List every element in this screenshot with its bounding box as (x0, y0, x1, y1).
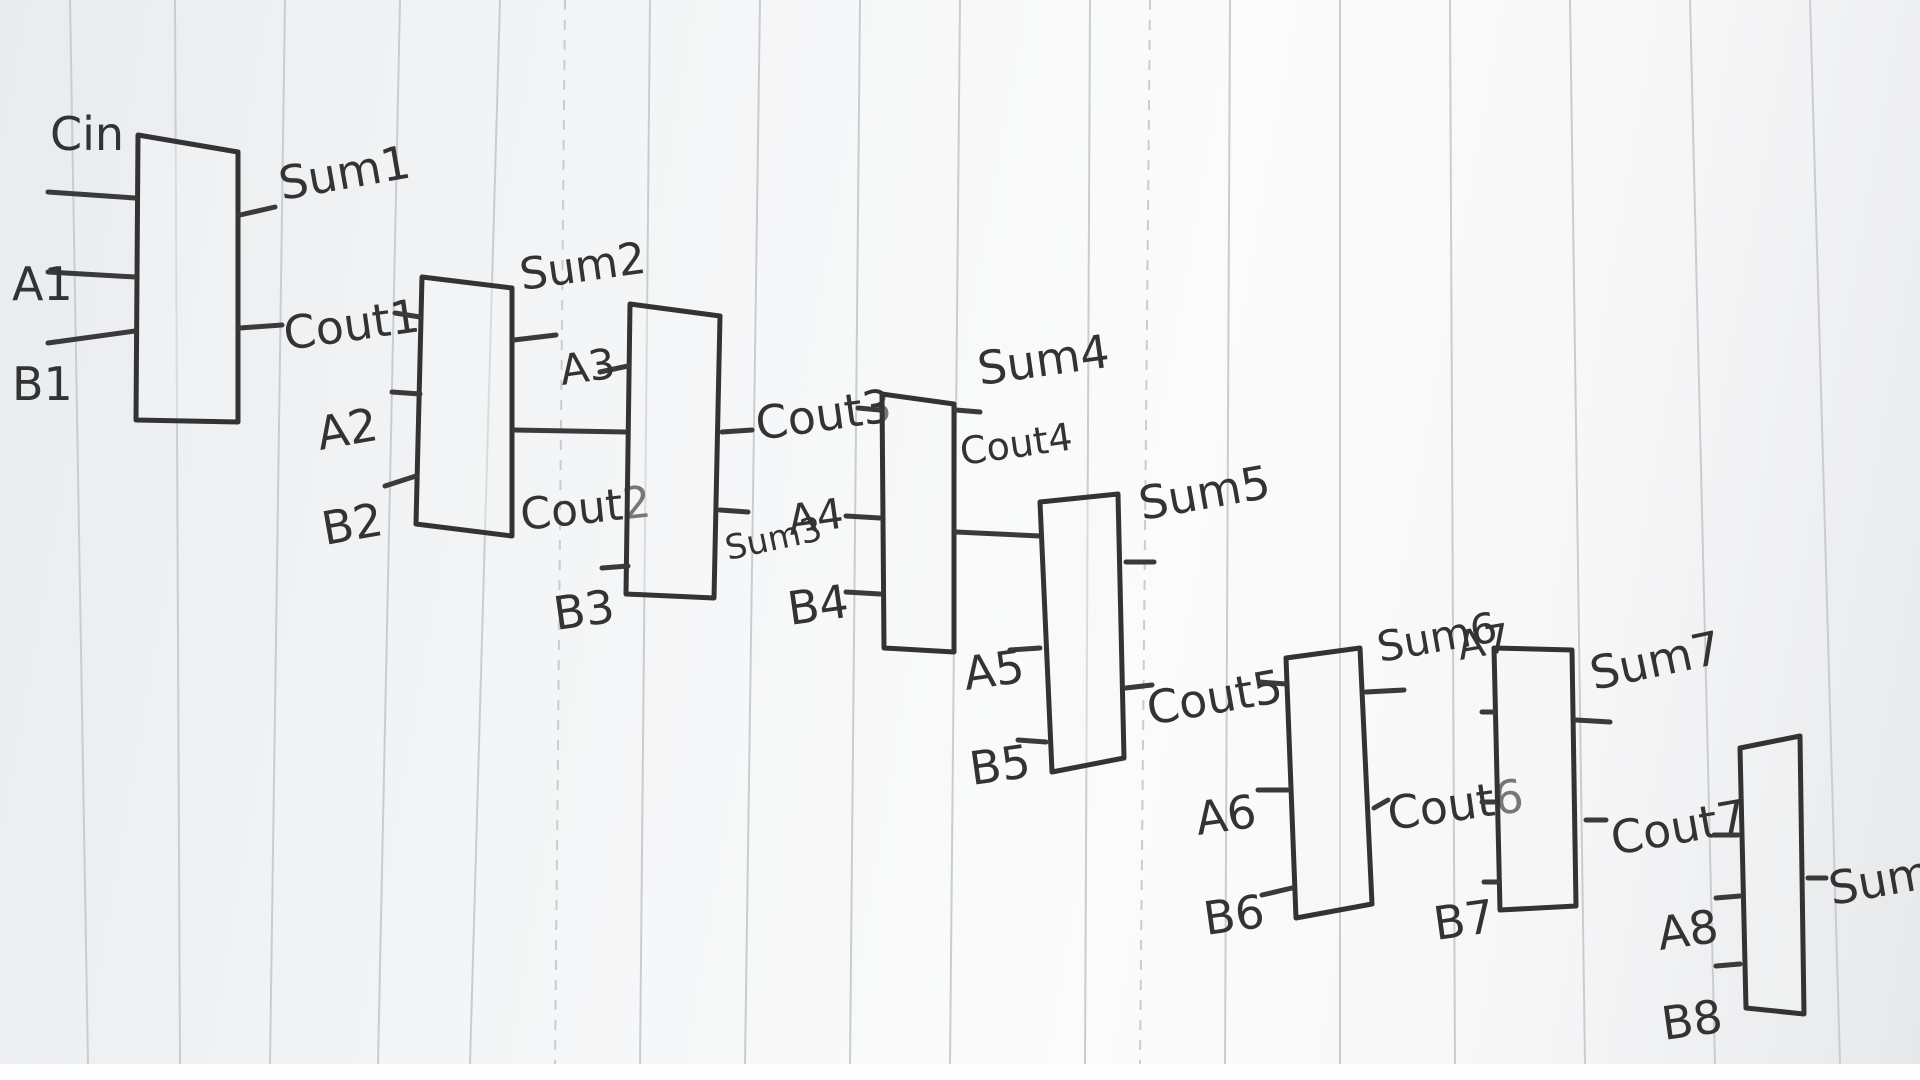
label-b6: B6 (1200, 884, 1268, 946)
adder-box-6 (1283, 645, 1375, 921)
label-sum2: Sum2 (516, 233, 649, 301)
adder-box-2 (413, 274, 515, 539)
paper-edge (0, 1064, 1920, 1080)
wire-sum2 (511, 332, 559, 343)
wire-b5 (1015, 737, 1049, 745)
adder-box-1 (133, 132, 241, 425)
label-b4: B4 (784, 574, 852, 636)
adder-box-3 (623, 301, 723, 601)
label-b8: B8 (1658, 989, 1726, 1051)
label-a2: A2 (313, 397, 382, 461)
wire-cout5 (1123, 682, 1155, 691)
wire-cout1 (237, 322, 285, 331)
wire-cin (45, 189, 138, 201)
wire-b1 (45, 328, 138, 346)
wire-a2 (389, 389, 423, 397)
label-cout5: Cout5 (1143, 659, 1287, 736)
adder-box-7 (1491, 645, 1579, 913)
label-a3: A3 (557, 339, 619, 395)
wire-b4 (843, 589, 883, 597)
wire-cout2 (511, 427, 629, 435)
label-sum1: Sum1 (275, 135, 415, 211)
wire-a3 (597, 363, 631, 375)
wire-sum1 (237, 204, 278, 218)
wire-b3 (599, 563, 631, 571)
wire-cout6 (1371, 797, 1391, 811)
label-a6: A6 (1192, 784, 1260, 846)
wire-a8 (1713, 893, 1743, 901)
label-sum4: Sum4 (974, 324, 1113, 396)
label-a8: A8 (1654, 899, 1722, 961)
adder-block-8: A8 B8 Sum8 (1654, 733, 1920, 1051)
label-b3: B3 (550, 579, 618, 641)
label-sum8: Sum8 (1825, 840, 1920, 916)
label-b1: B1 (12, 357, 73, 411)
label-sum7: Sum7 (1585, 620, 1726, 700)
label-cin: Cin (50, 107, 124, 161)
label-cout3: Cout3 (752, 378, 895, 451)
adder-box-8 (1737, 733, 1807, 1017)
label-a5: A5 (960, 639, 1028, 701)
adder-block-5: A5 B5 Sum5 Cout5 (960, 455, 1287, 796)
wire-cout1-in (392, 310, 423, 320)
wire-a5 (1007, 645, 1043, 653)
wire-cout3-in (855, 405, 883, 413)
adder-block-2: A2 B2 Sum2 Cout2 (313, 233, 654, 556)
wire-sum3 (717, 507, 751, 515)
wire-cout4 (953, 529, 1043, 539)
wire-a1 (45, 269, 138, 280)
wire-sum4 (953, 407, 983, 415)
wire-b8 (1713, 961, 1743, 969)
adder-box-4 (879, 391, 957, 655)
wire-a4 (843, 513, 883, 521)
label-cout4: Cout4 (957, 415, 1075, 474)
label-cout7: Cout7 (1607, 789, 1751, 866)
label-sum5: Sum5 (1135, 455, 1275, 531)
label-a1: A1 (12, 257, 73, 311)
wire-cout5-in (1257, 679, 1289, 687)
adder-block-7: A7 B7 Sum7 Cout7 (1430, 615, 1751, 951)
label-b7: B7 (1430, 889, 1498, 951)
wire-sum6 (1363, 687, 1407, 695)
adder-box-5 (1037, 491, 1127, 775)
wire-sum7 (1573, 717, 1613, 725)
label-a4: A4 (785, 489, 847, 545)
wire-b6 (1259, 885, 1295, 898)
wire-b2 (382, 473, 419, 489)
wire-cout3 (719, 427, 755, 435)
label-a7: A7 (1454, 615, 1514, 669)
label-b5: B5 (966, 734, 1034, 796)
label-cout1: Cout1 (280, 288, 423, 361)
label-b2: B2 (318, 492, 387, 556)
